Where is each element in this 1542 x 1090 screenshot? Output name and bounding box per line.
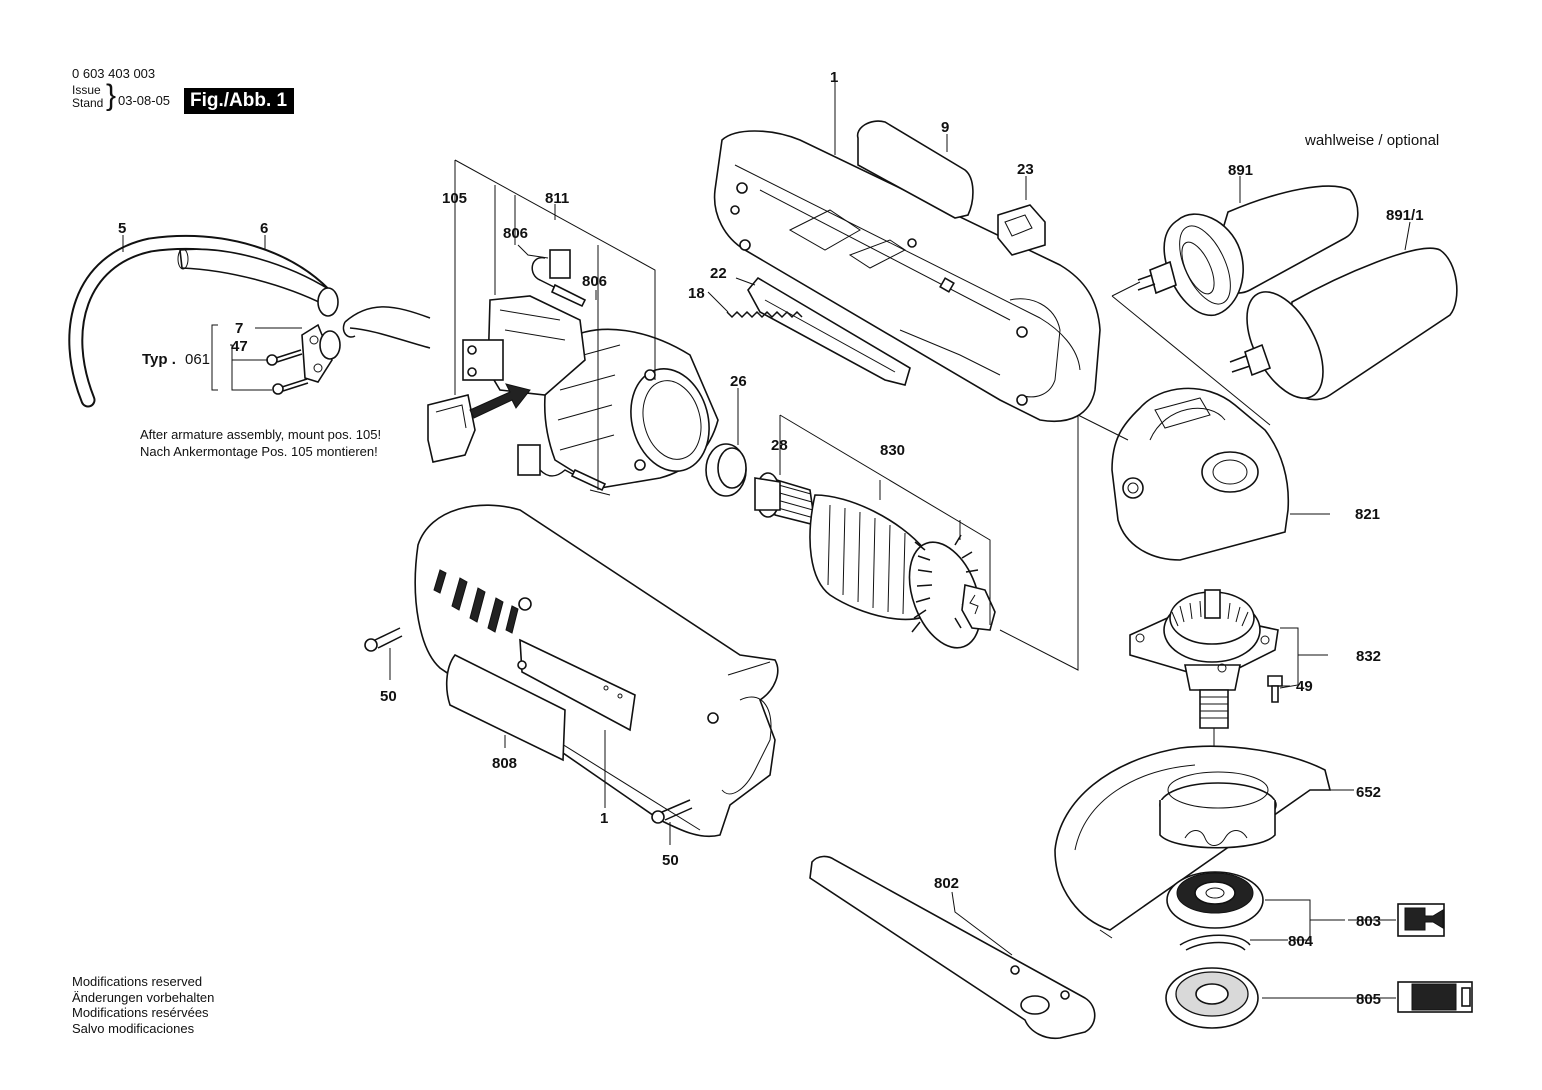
housing-shell-bottom <box>414 504 779 838</box>
part-label-652: 652 <box>1356 784 1381 801</box>
armature-830 <box>769 476 996 649</box>
part-number: 0 603 403 003 <box>72 66 156 81</box>
label-plate-9 <box>856 120 974 219</box>
assembly-note-en: After armature assembly, mount pos. 105! <box>140 427 382 442</box>
flange-803 <box>1166 871 1264 929</box>
part-label-805: 805 <box>1356 991 1381 1008</box>
part-label-804: 804 <box>1288 933 1314 950</box>
handle-guide-line <box>1111 281 1271 426</box>
switch-button-23 <box>997 204 1046 256</box>
stator-bracket <box>454 159 656 496</box>
insert-arrow <box>469 383 531 419</box>
label-plate-808 <box>445 653 566 762</box>
cable-clamp-7 <box>301 323 341 383</box>
part-label-830: 830 <box>880 442 905 459</box>
ball-bearing-28 <box>754 472 781 518</box>
part-label-5: 5 <box>118 220 126 237</box>
part-label-1-top: 1 <box>830 69 838 86</box>
footer-line-es: Salvo modificaciones <box>72 1020 195 1036</box>
carbon-brush-806-upper <box>531 249 587 308</box>
part-label-47: 47 <box>231 338 248 355</box>
aux-handle-891 <box>1137 185 1359 316</box>
carbon-brush-806-lower <box>517 444 607 492</box>
screw-49 <box>1267 675 1283 703</box>
brush-holder <box>462 295 586 396</box>
assembly-note-de: Nach Ankermontage Pos. 105 montieren! <box>140 444 378 459</box>
bearing-ring-26 <box>705 443 747 497</box>
power-cable-5 <box>68 235 338 408</box>
leader-lines <box>122 82 1411 999</box>
part-label-18: 18 <box>688 285 705 302</box>
part-label-23: 23 <box>1017 161 1034 178</box>
screw-50-b <box>651 799 693 824</box>
issue-labels: Issue Stand <box>72 84 103 110</box>
assembly-guide-line <box>999 414 1129 671</box>
typ-bracket <box>211 324 302 391</box>
part-label-891-1: 891/1 <box>1386 207 1424 224</box>
footer-notes: Modifications reserved Änderungen vorbeh… <box>72 974 214 1036</box>
part-label-7: 7 <box>235 320 243 337</box>
type-label-code: 061 <box>185 351 210 368</box>
footer-line-fr: Modifications resérvées <box>72 1005 209 1020</box>
part-label-806-lower: 806 <box>582 273 607 290</box>
part-label-1-bottom: 1 <box>600 810 608 827</box>
part-label-49: 49 <box>1296 678 1313 695</box>
part-label-9: 9 <box>941 119 949 136</box>
footer-line-en: Modifications reserved <box>72 974 203 989</box>
optional-note: wahlweise / optional <box>1305 132 1440 149</box>
quick-clamp-icon <box>1397 981 1473 1013</box>
spring-18 <box>726 310 803 319</box>
screw-47-b <box>272 378 309 395</box>
spanner-802 <box>809 855 1096 1040</box>
aux-handle-891-1 <box>1229 247 1458 401</box>
part-label-891: 891 <box>1228 162 1253 179</box>
cable-wires <box>342 306 431 349</box>
part-label-811: 811 <box>545 190 569 207</box>
part-label-105: 105 <box>442 190 467 207</box>
screw-50-a <box>364 627 403 652</box>
screw-47-a <box>266 349 303 366</box>
part-label-802: 802 <box>934 875 959 892</box>
part-label-803: 803 <box>1356 913 1381 930</box>
insulator-105 <box>427 394 476 463</box>
part-label-26: 26 <box>730 373 747 390</box>
part-label-6: 6 <box>260 220 268 237</box>
type-label-prefix: Typ . <box>142 351 176 368</box>
assembly-note: After armature assembly, mount pos. 105!… <box>140 426 381 460</box>
part-label-806-upper: 806 <box>503 225 528 242</box>
issue-date: 03-08-05 <box>118 93 171 108</box>
part-label-50-left: 50 <box>380 688 397 705</box>
spanner-wrench-icon <box>1397 903 1445 937</box>
brace-glyph: } <box>106 79 117 112</box>
field-winding-811 <box>543 328 719 489</box>
gear-housing-821 <box>1111 387 1290 561</box>
part-label-50-bottom: 50 <box>662 852 679 869</box>
part-label-821: 821 <box>1355 506 1380 523</box>
figure-label: Fig./Abb. 1 <box>184 88 295 114</box>
clamp-nut-805 <box>1165 967 1259 1029</box>
bearing-flange-832 <box>1129 589 1279 729</box>
part-label-808: 808 <box>492 755 517 772</box>
issue-label: Issue <box>72 83 101 97</box>
guard-652 <box>1054 745 1332 939</box>
part-label-28: 28 <box>771 437 788 454</box>
stand-label: Stand <box>72 96 104 110</box>
armature-bracket <box>779 414 991 625</box>
part-label-832: 832 <box>1356 648 1381 665</box>
housing-shell-top <box>713 130 1101 422</box>
cable-sleeve-6 <box>177 248 339 317</box>
footer-line-de: Änderungen vorbehalten <box>72 989 215 1005</box>
part-label-22: 22 <box>710 265 727 282</box>
o-ring-804 <box>1179 934 1251 951</box>
